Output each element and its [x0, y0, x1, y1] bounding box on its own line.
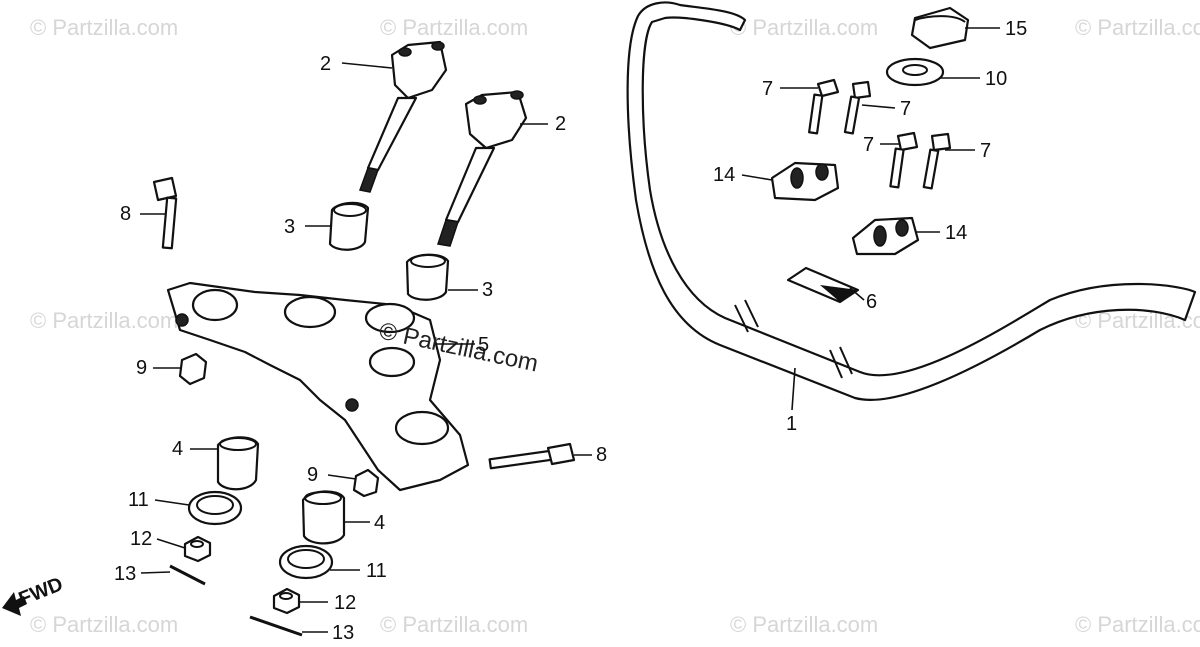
handlebar-part-1 — [626, 1, 1197, 401]
fwd-arrow-icon: FWD — [2, 573, 66, 616]
fwd-label: FWD — [16, 573, 66, 610]
callout-8: 8 — [120, 203, 131, 225]
callout-11: 11 — [128, 489, 149, 511]
bolt-part-7 — [922, 132, 952, 190]
watermark-text: © Partzilla.com — [30, 15, 178, 40]
nut-part-12 — [183, 535, 212, 563]
callout-15: 15 — [1005, 18, 1027, 40]
bolt-part-8 — [488, 442, 576, 470]
pin-part-13 — [169, 564, 206, 586]
nut-part-9 — [178, 352, 208, 386]
watermark-text: © Partzilla.com — [30, 308, 178, 333]
cap-nut-part-15 — [910, 6, 970, 50]
callout-13: 13 — [114, 563, 136, 585]
callout-11: 11 — [366, 560, 387, 582]
callout-1: 1 — [786, 413, 797, 435]
callout-2: 2 — [320, 53, 331, 75]
watermark-text: © Partzilla.com — [380, 612, 528, 637]
bolt-part-7 — [889, 131, 919, 189]
callout-7: 7 — [863, 134, 874, 156]
callout-10: 10 — [985, 68, 1007, 90]
callout-labels: 2 2 3 3 8 8 9 9 5 4 4 11 11 12 12 13 13 … — [114, 18, 1027, 644]
washer-part-11 — [278, 544, 334, 580]
watermark-text: © Partzilla.com — [730, 15, 878, 40]
callout-3: 3 — [482, 279, 493, 301]
callout-7: 7 — [980, 140, 991, 162]
callout-5: 5 — [478, 334, 489, 356]
callout-8: 8 — [596, 444, 607, 466]
tape-part-6 — [786, 266, 860, 304]
nut-part-12 — [272, 587, 301, 615]
washer-part-11 — [187, 490, 243, 526]
rubber-part-3 — [328, 201, 370, 251]
callout-12: 12 — [334, 592, 356, 614]
holder-part-14 — [851, 216, 920, 256]
watermark-text: © Partzilla.com — [1075, 612, 1200, 637]
callout-2: 2 — [555, 113, 566, 135]
rubber-part-3 — [405, 253, 450, 301]
riser-part-2 — [437, 90, 528, 247]
bolt-part-7 — [808, 78, 840, 135]
callout-4: 4 — [374, 512, 385, 534]
watermark-layer: © Partzilla.com © Partzilla.com © Partzi… — [30, 15, 1200, 637]
bolt-part-8 — [152, 176, 178, 250]
rubber-part-4 — [301, 490, 346, 545]
pin-part-13 — [249, 615, 303, 637]
callout-4: 4 — [172, 438, 183, 460]
callout-7: 7 — [762, 78, 773, 100]
watermark-text: © Partzilla.com — [30, 612, 178, 637]
callout-12: 12 — [130, 528, 152, 550]
bolt-part-7 — [843, 80, 872, 135]
leader-lines — [140, 27, 1000, 633]
top-bridge-part-5 — [166, 281, 470, 492]
callout-14: 14 — [713, 164, 735, 186]
watermark-text: © Partzilla.com — [1075, 15, 1200, 40]
riser-part-2 — [358, 40, 448, 193]
callout-3: 3 — [284, 216, 295, 238]
nut-part-9 — [352, 468, 380, 498]
callout-7: 7 — [900, 98, 911, 120]
callout-6: 6 — [866, 291, 877, 313]
holder-part-14 — [770, 161, 840, 202]
rubber-part-4 — [216, 436, 260, 491]
watermark-text: © Partzilla.com — [380, 15, 528, 40]
callout-13: 13 — [332, 622, 354, 644]
callout-9: 9 — [136, 357, 147, 379]
callout-9: 9 — [307, 464, 318, 486]
watermark-text: © Partzilla.com — [730, 612, 878, 637]
washer-part-10 — [885, 57, 945, 87]
callout-14: 14 — [945, 222, 967, 244]
